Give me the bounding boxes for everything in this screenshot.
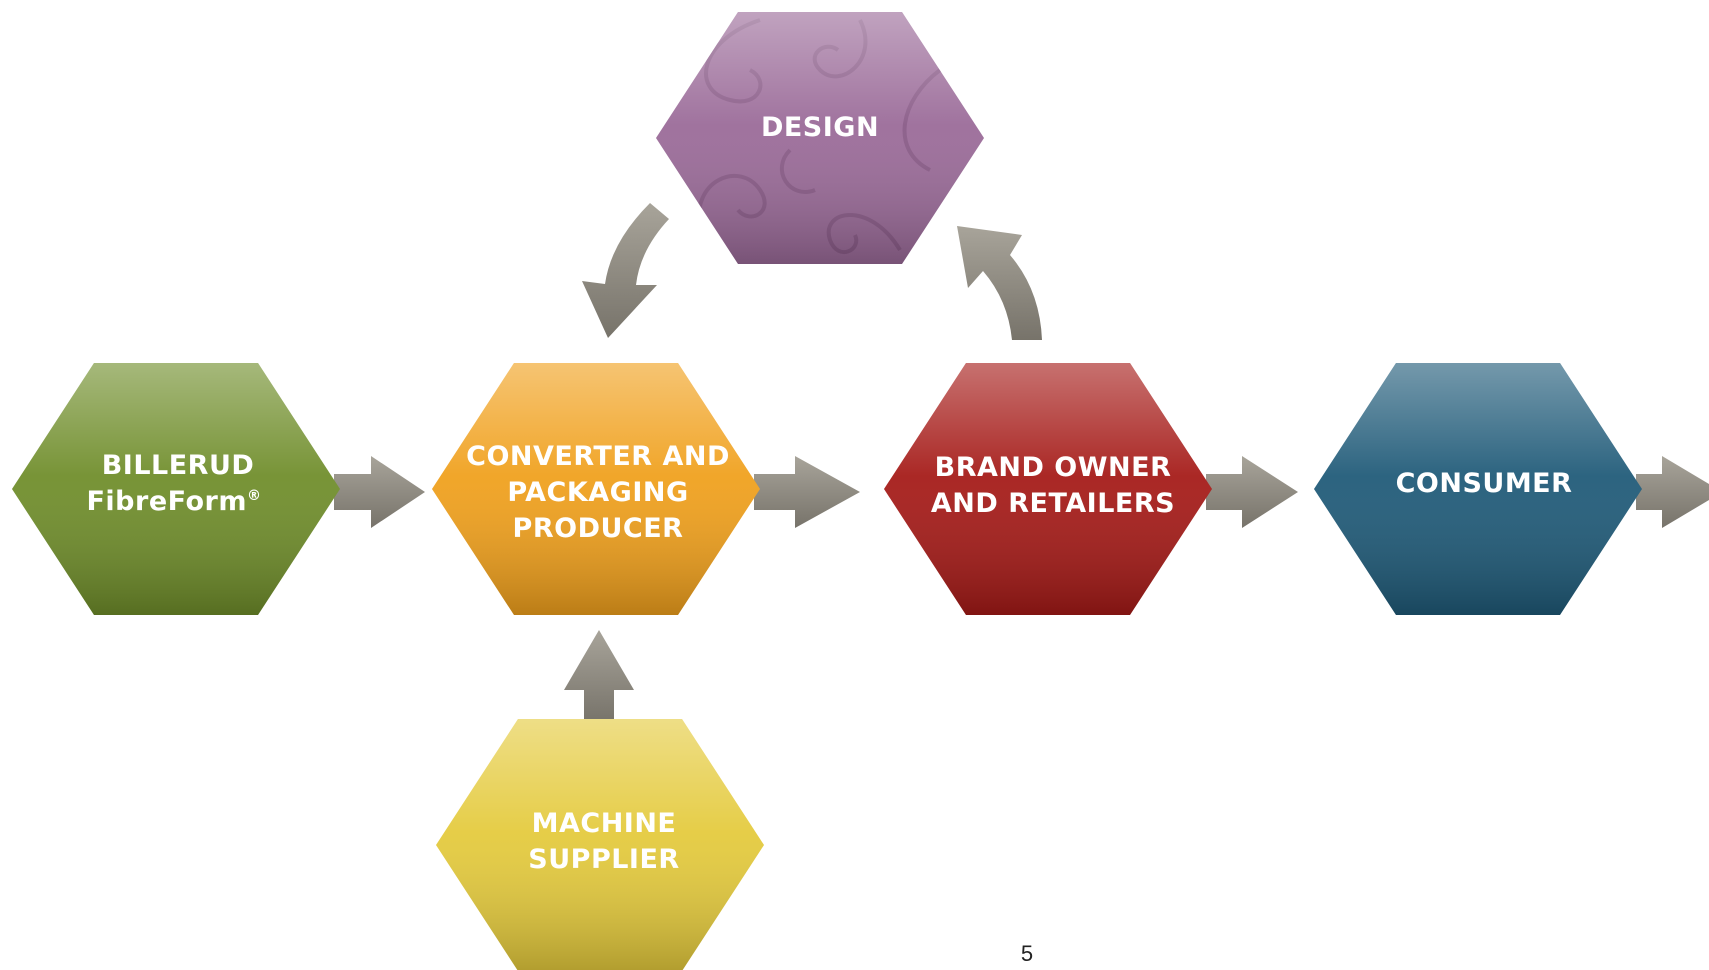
consumer-label: CONSUMER [1396, 468, 1573, 499]
billerud-node: BILLERUD FibreForm® [12, 363, 340, 615]
arrow-converter-to-brand-owner [754, 456, 860, 528]
converter-label-line1: CONVERTER AND [466, 441, 730, 472]
machine-supplier-node: MACHINE SUPPLIER [436, 719, 764, 970]
arrow-consumer-out [1636, 456, 1709, 528]
arrow-brand-owner-to-design [957, 226, 1042, 340]
registered-mark: ® [247, 488, 262, 504]
arrow-billerud-to-converter [334, 456, 425, 528]
brand-owner-label-line1: BRAND OWNER [935, 452, 1172, 483]
design-node: DESIGN [656, 12, 984, 264]
arrow-machine-supplier-to-converter [564, 630, 634, 722]
arrow-brand-owner-to-consumer [1206, 456, 1298, 528]
consumer-node: CONSUMER [1314, 363, 1642, 615]
converter-label-line3: PRODUCER [513, 513, 684, 544]
arrow-design-to-converter [582, 203, 669, 338]
billerud-label-line2: FibreForm® [86, 486, 261, 517]
billerud-label-line1: BILLERUD [102, 450, 255, 481]
machine-supplier-label-line2: SUPPLIER [528, 844, 679, 875]
converter-label-line2: PACKAGING [507, 477, 688, 508]
brand-owner-label-line2: AND RETAILERS [931, 488, 1175, 519]
design-label: DESIGN [761, 112, 879, 143]
page-number: 5 [1020, 941, 1034, 966]
converter-node: CONVERTER AND PACKAGING PRODUCER [432, 363, 760, 615]
machine-supplier-label-line1: MACHINE [532, 808, 677, 839]
brand-owner-node: BRAND OWNER AND RETAILERS [884, 363, 1212, 615]
